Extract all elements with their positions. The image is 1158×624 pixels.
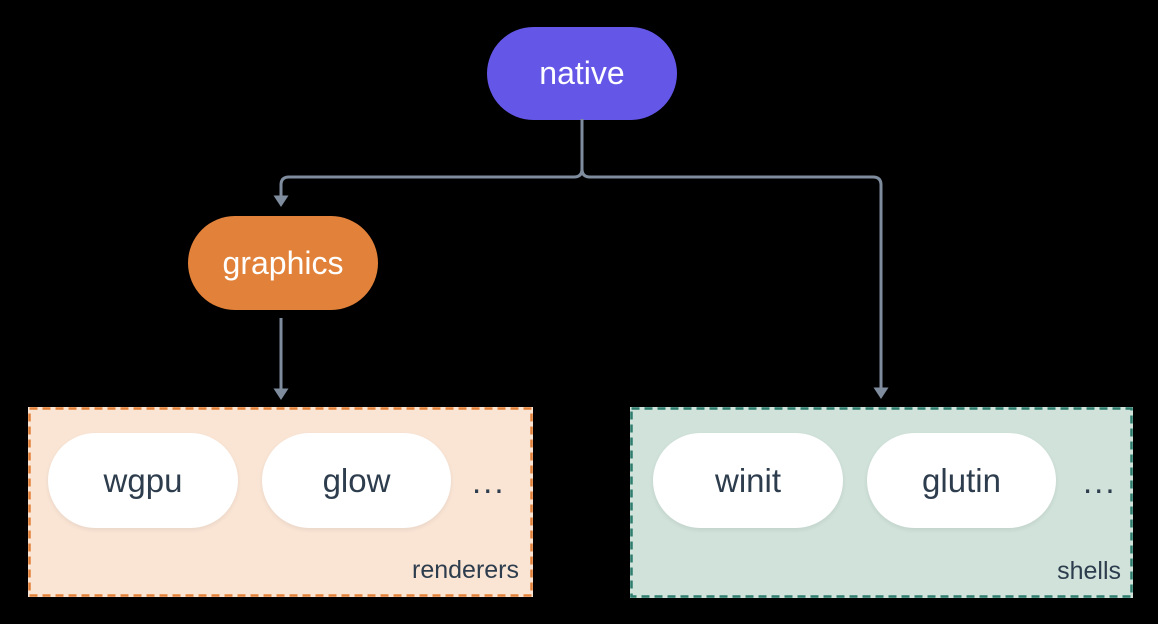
arrowhead-graphics	[273, 195, 289, 207]
renderers-ellipsis: ...	[472, 463, 506, 500]
group-renderers: wgpu glow ... renderers	[28, 407, 533, 597]
node-native-label: native	[539, 55, 625, 91]
edge-native-to-graphics	[279, 119, 584, 196]
group-shells-label: shells	[1057, 557, 1121, 585]
item-wgpu-label: wgpu	[103, 461, 183, 499]
item-glow: glow	[262, 433, 451, 528]
item-glow-label: glow	[322, 461, 391, 499]
node-graphics: graphics	[188, 216, 378, 310]
edge-native-to-shells	[580, 119, 883, 388]
arrowhead-renderers	[273, 388, 289, 400]
node-native: native	[487, 27, 677, 120]
item-glutin-label: glutin	[922, 461, 1001, 499]
arrowhead-shells	[873, 387, 889, 399]
item-wgpu: wgpu	[48, 433, 238, 528]
item-winit-label: winit	[714, 461, 782, 499]
group-shells: winit glutin ... shells	[630, 407, 1133, 598]
group-renderers-label: renderers	[412, 556, 519, 584]
node-graphics-label: graphics	[222, 244, 344, 281]
item-winit: winit	[653, 433, 843, 528]
item-glutin: glutin	[867, 433, 1056, 528]
shells-ellipsis: ...	[1083, 463, 1117, 500]
